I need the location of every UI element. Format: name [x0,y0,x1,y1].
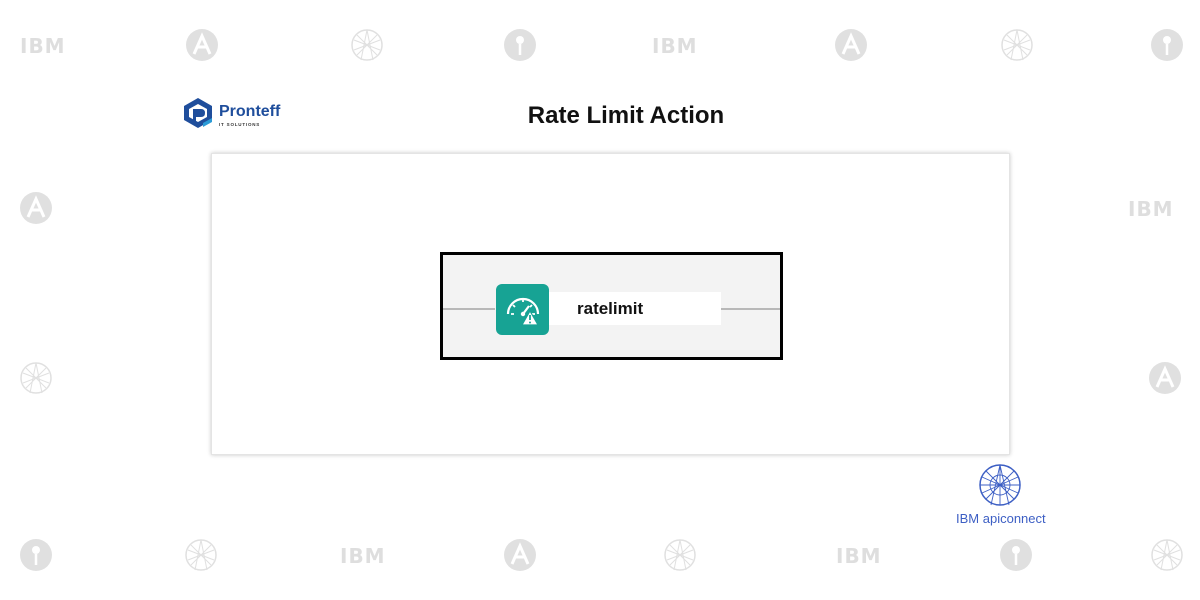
page-title: Rate Limit Action [527,102,725,129]
a-logo-watermark-icon [834,28,868,62]
globe-mesh-watermark-icon [350,28,384,62]
ibm-watermark: IBM [836,544,882,568]
a-logo-watermark-icon [503,538,537,572]
apiconnect-globe-icon [979,464,1021,506]
ibm-watermark: IBM [1128,197,1174,221]
flow-wire-in [443,308,495,310]
key-watermark-icon [19,538,53,572]
key-watermark-icon [503,28,537,62]
ibm-watermark: IBM [20,34,66,58]
ratelimit-node-label-box[interactable]: ratelimit [549,292,721,325]
node-label: ratelimit [577,299,644,318]
key-watermark-icon [1150,28,1184,62]
brand-tagline: IT SOLUTIONS [219,122,261,127]
ibm-apiconnect-logo: IBM apiconnect [952,463,1052,529]
pronteff-logo: Pronteff IT SOLUTIONS [181,96,280,135]
policy-flow: ratelimit [440,252,783,360]
ibm-watermark: IBM [340,544,386,568]
a-logo-watermark-icon [185,28,219,62]
ibm-watermark: IBM [652,34,698,58]
apiconnect-text: IBM apiconnect [956,511,1046,526]
speedometer-warning-icon [506,297,540,326]
a-logo-watermark-icon [1148,361,1182,395]
flow-wire-out [720,308,780,310]
key-watermark-icon [999,538,1033,572]
globe-mesh-watermark-icon [19,361,53,395]
brand-name: Pronteff [219,103,281,120]
ratelimit-policy-node[interactable]: ratelimit [496,284,721,335]
globe-mesh-watermark-icon [1150,538,1184,572]
pronteff-mark-icon [181,96,215,135]
ratelimit-node-icon[interactable] [496,284,549,335]
a-logo-watermark-icon [19,191,53,225]
globe-mesh-watermark-icon [184,538,218,572]
globe-mesh-watermark-icon [1000,28,1034,62]
globe-mesh-watermark-icon [663,538,697,572]
